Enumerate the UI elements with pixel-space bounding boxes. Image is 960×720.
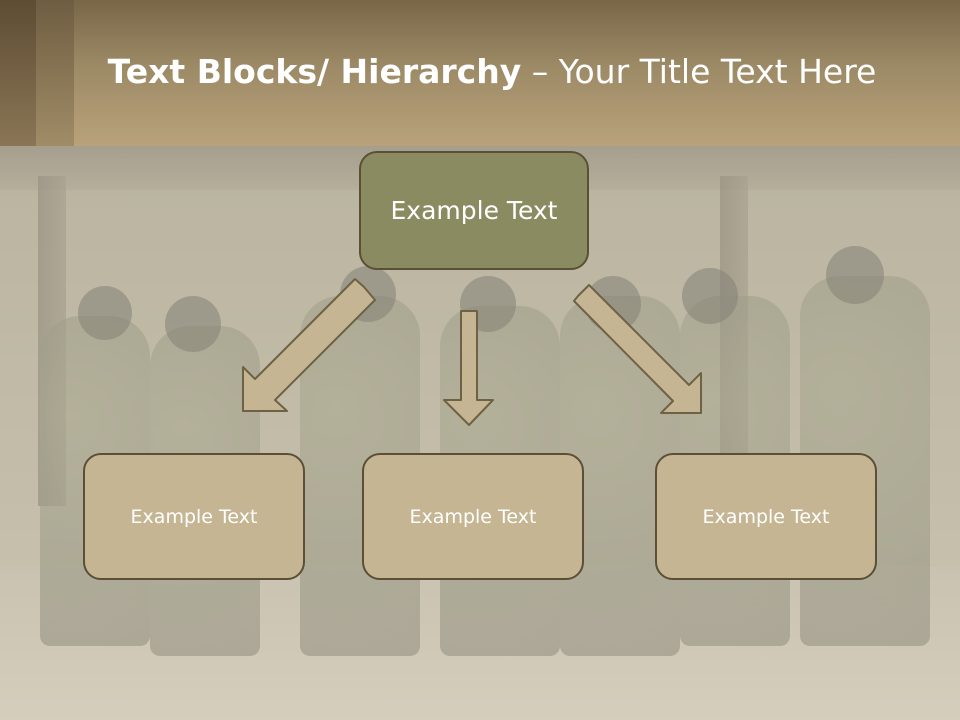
- background-photo: [0, 146, 960, 720]
- child-text-block-right[interactable]: Example Text: [655, 453, 877, 580]
- arrow-down-icon: [443, 310, 494, 426]
- child-text-block-label: Example Text: [409, 505, 537, 528]
- child-text-block-label: Example Text: [702, 505, 830, 528]
- root-text-block[interactable]: Example Text: [359, 151, 589, 270]
- slide-title-bold: Text Blocks/ Hierarchy: [107, 52, 522, 91]
- photo-helmet: [78, 286, 132, 340]
- child-text-block-center[interactable]: Example Text: [362, 453, 584, 580]
- root-text-block-label: Example Text: [390, 196, 558, 225]
- photo-helmet: [826, 246, 884, 304]
- arrow-down-left-icon: [242, 278, 376, 412]
- photo-helmet: [682, 268, 738, 324]
- child-text-block-left[interactable]: Example Text: [83, 453, 305, 580]
- child-text-block-label: Example Text: [130, 505, 258, 528]
- arrow-down-right-icon: [573, 284, 702, 414]
- slide-title-rest: – Your Title Text Here: [521, 52, 877, 91]
- title-bar: Text Blocks/ Hierarchy – Your Title Text…: [0, 0, 960, 146]
- photo-helmet: [165, 296, 221, 352]
- header-accent-dark: [0, 0, 36, 146]
- header-accent-mid: [36, 0, 74, 146]
- slide-title: Text Blocks/ Hierarchy – Your Title Text…: [0, 52, 960, 91]
